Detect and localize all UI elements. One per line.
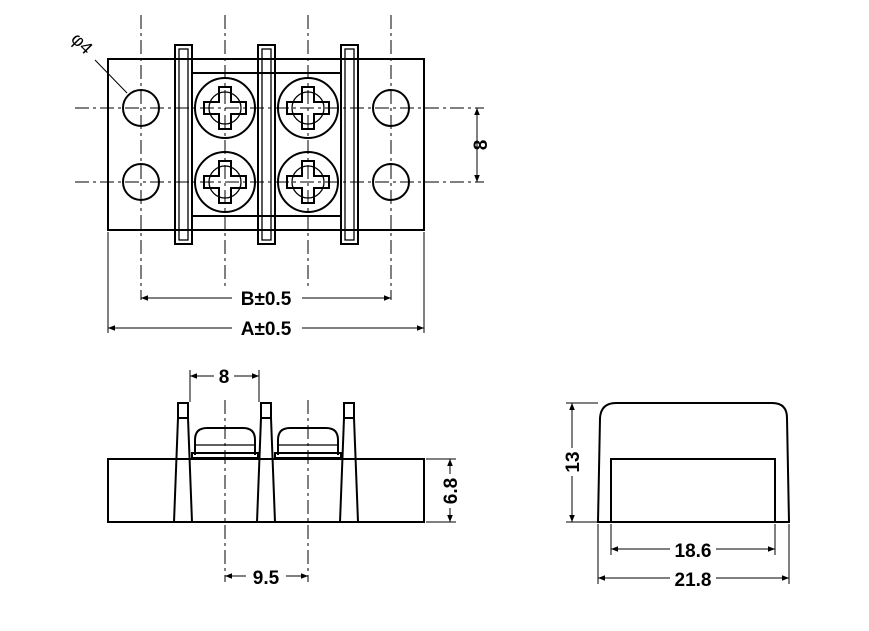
outer-width-dimension: 21.8 [597,524,790,591]
svg-text:6.8: 6.8 [441,478,462,504]
svg-text:18.6: 18.6 [675,541,712,562]
height-dimension: 13 [562,402,598,523]
svg-text:B±0.5: B±0.5 [241,289,292,310]
front-view: 8 9.5 6.8 [107,365,462,589]
a-dimension: A±0.5 [107,232,425,340]
svg-text:8: 8 [471,140,492,151]
base-outline [107,458,425,523]
hole-callout: φ4 [67,29,128,94]
barrier-posts [173,402,359,523]
hole-diameter-label: φ4 [67,29,96,58]
inner-width-dimension: 18.6 [610,524,776,562]
svg-text:21.8: 21.8 [675,570,712,591]
side-outline [596,402,791,523]
screw-head-icon [194,77,256,139]
pitch-dimension: 8 [189,365,260,402]
screws [194,77,339,213]
svg-text:8: 8 [219,367,230,388]
mounting-holes [122,89,410,201]
svg-text:13: 13 [563,451,584,472]
screw-head-icon [277,151,339,213]
barriers [174,44,359,245]
screw-head-icon [277,77,339,139]
height-dimension: 6.8 [426,458,462,523]
side-inner [610,458,776,523]
screw-spacing-dimension: 9.5 [225,566,308,589]
side-view: 13 18.6 21.8 [562,402,791,591]
pitch-dimension: 8 [471,108,492,182]
top-view: φ4 8 B±0.5 A±0.5 [67,15,492,340]
screw-heads [191,427,342,459]
svg-text:A±0.5: A±0.5 [241,319,292,340]
base-outline [107,58,425,231]
svg-text:9.5: 9.5 [253,568,280,589]
screw-head-icon [194,151,256,213]
b-dimension: B±0.5 [141,287,391,310]
center-lines [75,15,484,300]
